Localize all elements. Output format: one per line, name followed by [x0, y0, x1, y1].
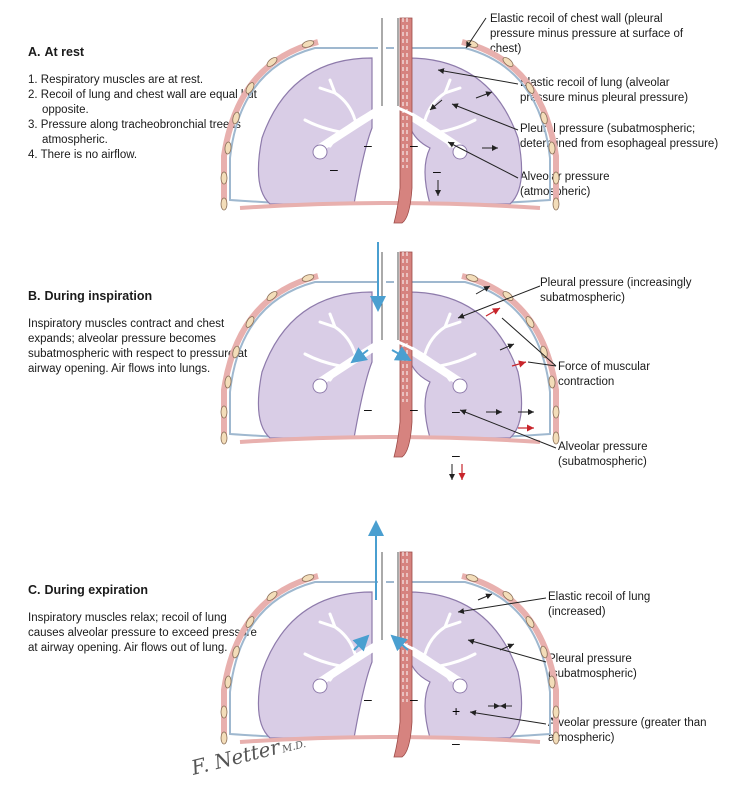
- sign-c-3: +: [452, 703, 460, 719]
- thorax-b: – – – –: [221, 242, 559, 480]
- sign-b-4: –: [452, 447, 460, 463]
- pointer-b-alveolar: [459, 409, 557, 449]
- label-b-alveolar-pressure: Alveolar pressure (subatmospheric): [558, 441, 648, 468]
- panel-a-steps: 1. Respiratory muscles are at rest. 2. R…: [28, 73, 263, 164]
- arrow-a-2: [475, 91, 493, 99]
- panel-c-text: C.During expiration Inspiratory muscles …: [28, 582, 263, 656]
- step-4: 4. There is no airflow.: [28, 149, 138, 162]
- thorax-a: – – – –: [221, 18, 559, 223]
- airflow-in-right: [391, 346, 412, 361]
- sign-c-4: –: [452, 735, 460, 751]
- arrow-a-1: [429, 99, 443, 111]
- sign-a-3: –: [330, 161, 338, 177]
- muscle-arrow-b-1: [485, 307, 501, 317]
- muscle-arrow-b-2: [511, 360, 527, 368]
- step-3: 3. Pressure along tracheobronchial tree …: [28, 119, 241, 147]
- label-b-pleural-pressure: Pleural pressure (increasingly subatmosp…: [540, 277, 692, 304]
- arrow-c-2: [499, 643, 515, 651]
- pointer-c-pleural: [467, 638, 547, 663]
- pointer-a-pleural: [451, 103, 519, 131]
- pointer-b-muscle: [501, 317, 557, 367]
- thorax-c: – – + –: [221, 520, 559, 757]
- airflow-out-left: [352, 634, 370, 652]
- panel-b-title: B.During inspiration: [28, 289, 153, 303]
- pointer-c-lung: [457, 597, 547, 615]
- step-1: 1. Respiratory muscles are at rest.: [28, 73, 204, 86]
- pointer-a-alveolar: [447, 141, 519, 179]
- airflow-in-left: [350, 347, 369, 364]
- label-c-alveolar-pressure: Alveolar pressure (greater than atmosphe…: [548, 717, 707, 744]
- panel-b-description: Inspiratory muscles contract and chest e…: [28, 317, 248, 376]
- arrow-b-1: [475, 285, 491, 295]
- sign-a-4: –: [433, 163, 441, 179]
- label-b-muscle-force: Force of muscular contraction: [558, 361, 651, 388]
- sign-a-2: –: [410, 137, 418, 153]
- arrow-c-1: [477, 593, 493, 601]
- sign-a-1: –: [364, 137, 372, 153]
- airflow-out-right: [390, 634, 409, 652]
- pointer-b-pleural: [457, 285, 541, 319]
- panel-a-text: A.At rest 1. Respiratory muscles are at …: [28, 44, 263, 164]
- pointer-a-lung: [437, 68, 519, 85]
- step-2: 2. Recoil of lung and chest wall are equ…: [28, 88, 257, 116]
- sign-c-1: –: [364, 691, 372, 707]
- sign-c-2: –: [410, 691, 418, 707]
- label-c-lung-recoil: Elastic recoil of lung (increased): [548, 591, 651, 618]
- panel-a-title: A.At rest: [28, 45, 85, 59]
- pointer-c-alveolar: [469, 709, 547, 725]
- sign-b-1: –: [364, 401, 372, 417]
- pointer-a-chest: [465, 17, 487, 49]
- sign-b-3: –: [452, 403, 460, 419]
- panel-c-title: C.During expiration: [28, 583, 148, 597]
- label-a-chest-wall-recoil: Elastic recoil of chest wall (pleural pr…: [490, 13, 684, 55]
- panel-b-text: B.During inspiration Inspiratory muscles…: [28, 288, 263, 377]
- panel-c-description: Inspiratory muscles relax; recoil of lun…: [28, 611, 257, 654]
- label-c-pleural-pressure: Pleural pressure (subatmospheric): [548, 653, 637, 680]
- arrow-b-2: [499, 343, 515, 351]
- sign-b-2: –: [410, 401, 418, 417]
